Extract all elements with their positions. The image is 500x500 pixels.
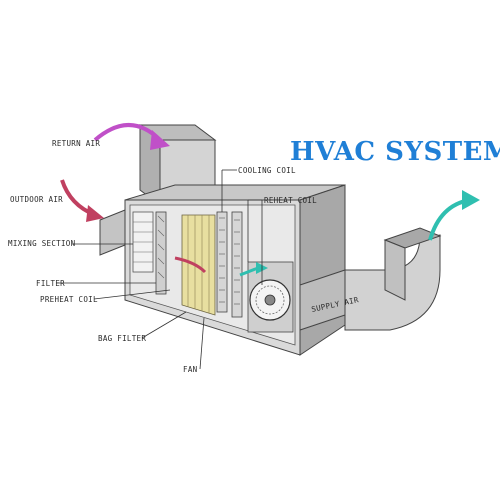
label-fan: FAN <box>183 365 197 374</box>
return-air-arrow <box>93 123 170 150</box>
reheat-coil <box>231 211 243 318</box>
label-return-air: RETURN AIR <box>52 139 100 148</box>
label-outdoor-air: OUTDOOR AIR <box>10 195 63 204</box>
label-bag-filter: BAG FILTER <box>98 334 146 343</box>
mixing-section <box>132 211 154 273</box>
leader-lines <box>56 169 263 370</box>
label-filter: FILTER <box>36 279 65 288</box>
supply-air-arrow <box>428 190 480 241</box>
label-mixing-section: MIXING SECTION <box>8 239 75 248</box>
label-cooling-coil: COOLING COIL <box>238 166 296 175</box>
outdoor-air-inlet <box>99 209 126 256</box>
supply-air-duct <box>299 227 442 331</box>
filter <box>155 211 167 295</box>
label-preheat-coil: PREHEAT COIL <box>40 295 98 304</box>
cooling-coil <box>216 211 228 313</box>
diagram-title: HVAC SYSTEM <box>290 137 500 167</box>
fan <box>247 261 294 333</box>
outdoor-air-arrow <box>60 179 104 222</box>
internal-flow-arrow <box>174 256 207 274</box>
label-reheat-coil: REHEAT COIL <box>264 196 317 205</box>
bag-filter <box>181 214 216 316</box>
